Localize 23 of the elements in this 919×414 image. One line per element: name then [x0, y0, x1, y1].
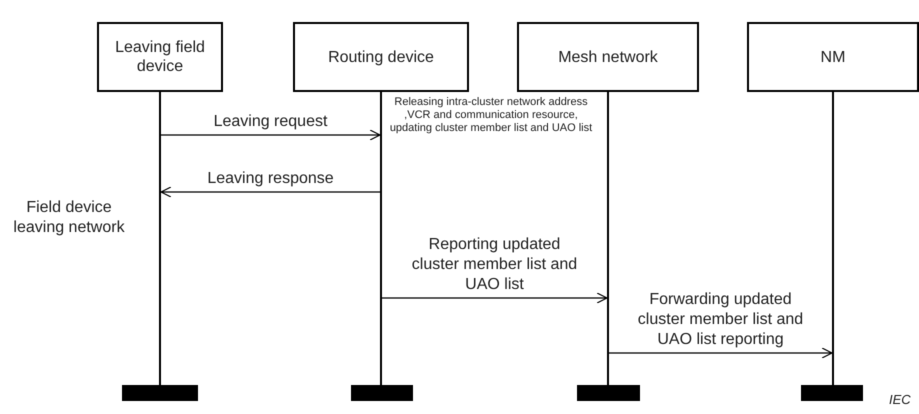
- lifeline: [380, 92, 382, 385]
- message-label: Leaving response: [206, 169, 335, 189]
- message-label: Forwarding updated cluster member list and UAO list reporting: [636, 290, 804, 350]
- lifeline-end-bar: [351, 385, 413, 401]
- message-arrow: [609, 347, 833, 359]
- participant-box: Routing device: [293, 22, 469, 92]
- message-arrow: [382, 292, 608, 304]
- lifeline-end-bar: [122, 385, 198, 401]
- message-label: Reporting updated cluster member list and UAO list: [410, 235, 578, 295]
- participant-box: Leaving field device: [97, 22, 223, 92]
- lifeline-end-bar: [801, 385, 863, 401]
- side-note: Field device leaving network: [12, 198, 126, 238]
- message-label: Leaving request: [212, 112, 328, 132]
- participant-box: NM: [747, 22, 919, 92]
- participant-box: Mesh network: [517, 22, 699, 92]
- figure-source: IEC: [889, 392, 912, 408]
- message-arrow: [160, 186, 380, 198]
- lifeline: [159, 92, 161, 385]
- lifeline: [832, 92, 834, 385]
- message-arrow: [161, 129, 381, 141]
- lifeline-end-bar: [577, 385, 640, 401]
- lifeline: [607, 92, 609, 385]
- note-text: Releasing intra-cluster network address ,VCR and communication resource, updating cluster member list and UAO list: [388, 96, 594, 135]
